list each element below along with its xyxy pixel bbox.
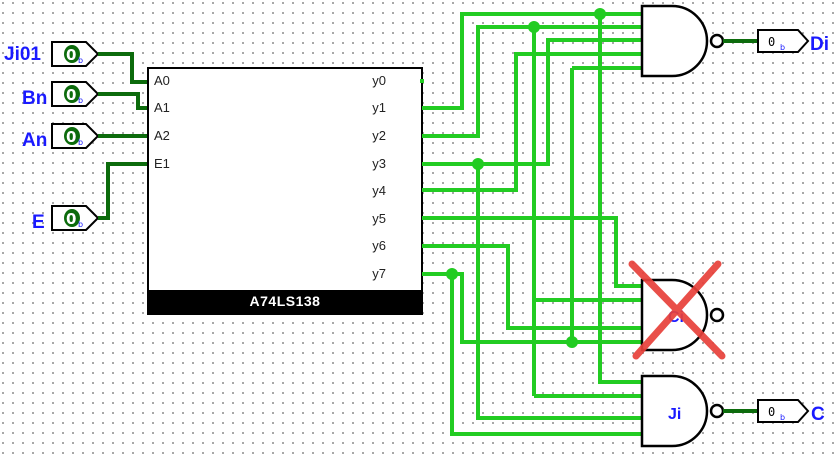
input-label-an: An [22,130,47,151]
chip-name: A74LS138 [250,293,321,309]
input-label-e: E [32,212,45,233]
pin-a2: A2 [154,128,170,143]
chip-name-bar [148,290,422,314]
input-pin-e[interactable]: E 0 b [32,205,100,233]
pin-y7: y7 [372,266,386,281]
input-pin-an[interactable]: An 0 b [22,123,100,151]
pin-y3: y3 [372,156,386,171]
input-label-bn: Bn [22,88,47,109]
input-value-an: 0 [66,128,76,146]
output-pin-c[interactable]: 0 b C [757,399,825,425]
input-value-e: 0 [66,210,76,228]
input-value-ji01: 0 [66,46,76,64]
input-value-bn: 0 [66,86,76,104]
pin-y5: y5 [372,211,386,226]
input-pin-bn[interactable]: Bn 0 b [22,81,100,109]
pin-y6: y6 [372,238,386,253]
output-suffix-c: b [780,413,785,422]
decoder-chip[interactable]: A74LS138 A0 A1 A2 E1 y0 y1 y2 y3 y4 y5 y… [147,67,424,315]
input-suffix-e: b [78,220,83,229]
input-pin-ji01[interactable]: Ji01 0 b [4,41,100,67]
output-value-c: 0 [768,405,775,419]
pin-y1: y1 [372,100,386,115]
pin-y4: y4 [372,183,386,198]
output-pin-di[interactable]: 0 b Di [757,29,829,55]
pin-y2: y2 [372,128,386,143]
decoder-wires [422,8,642,436]
output-label-c: C [811,404,825,425]
input-label-ji01: Ji01 [4,44,41,65]
gate-label-ji: Ji [668,406,681,423]
nand-gate-ci-deleted[interactable]: Ci [628,260,726,360]
output-value-di: 0 [768,35,775,49]
pin-a0: A0 [154,73,170,88]
pin-e1: E1 [154,156,170,171]
input-suffix-bn: b [78,96,83,105]
nand-gate-ji[interactable]: Ji [640,374,758,448]
input-suffix-an: b [78,138,83,147]
input-suffix-ji01: b [78,56,83,65]
output-label-di: Di [810,34,829,55]
pin-a1: A1 [154,100,170,115]
delete-cross-icon [628,260,726,360]
output-suffix-di: b [780,43,785,52]
nand-gate-di[interactable] [640,4,758,78]
input-wires [98,52,148,220]
pin-y0: y0 [372,73,386,88]
